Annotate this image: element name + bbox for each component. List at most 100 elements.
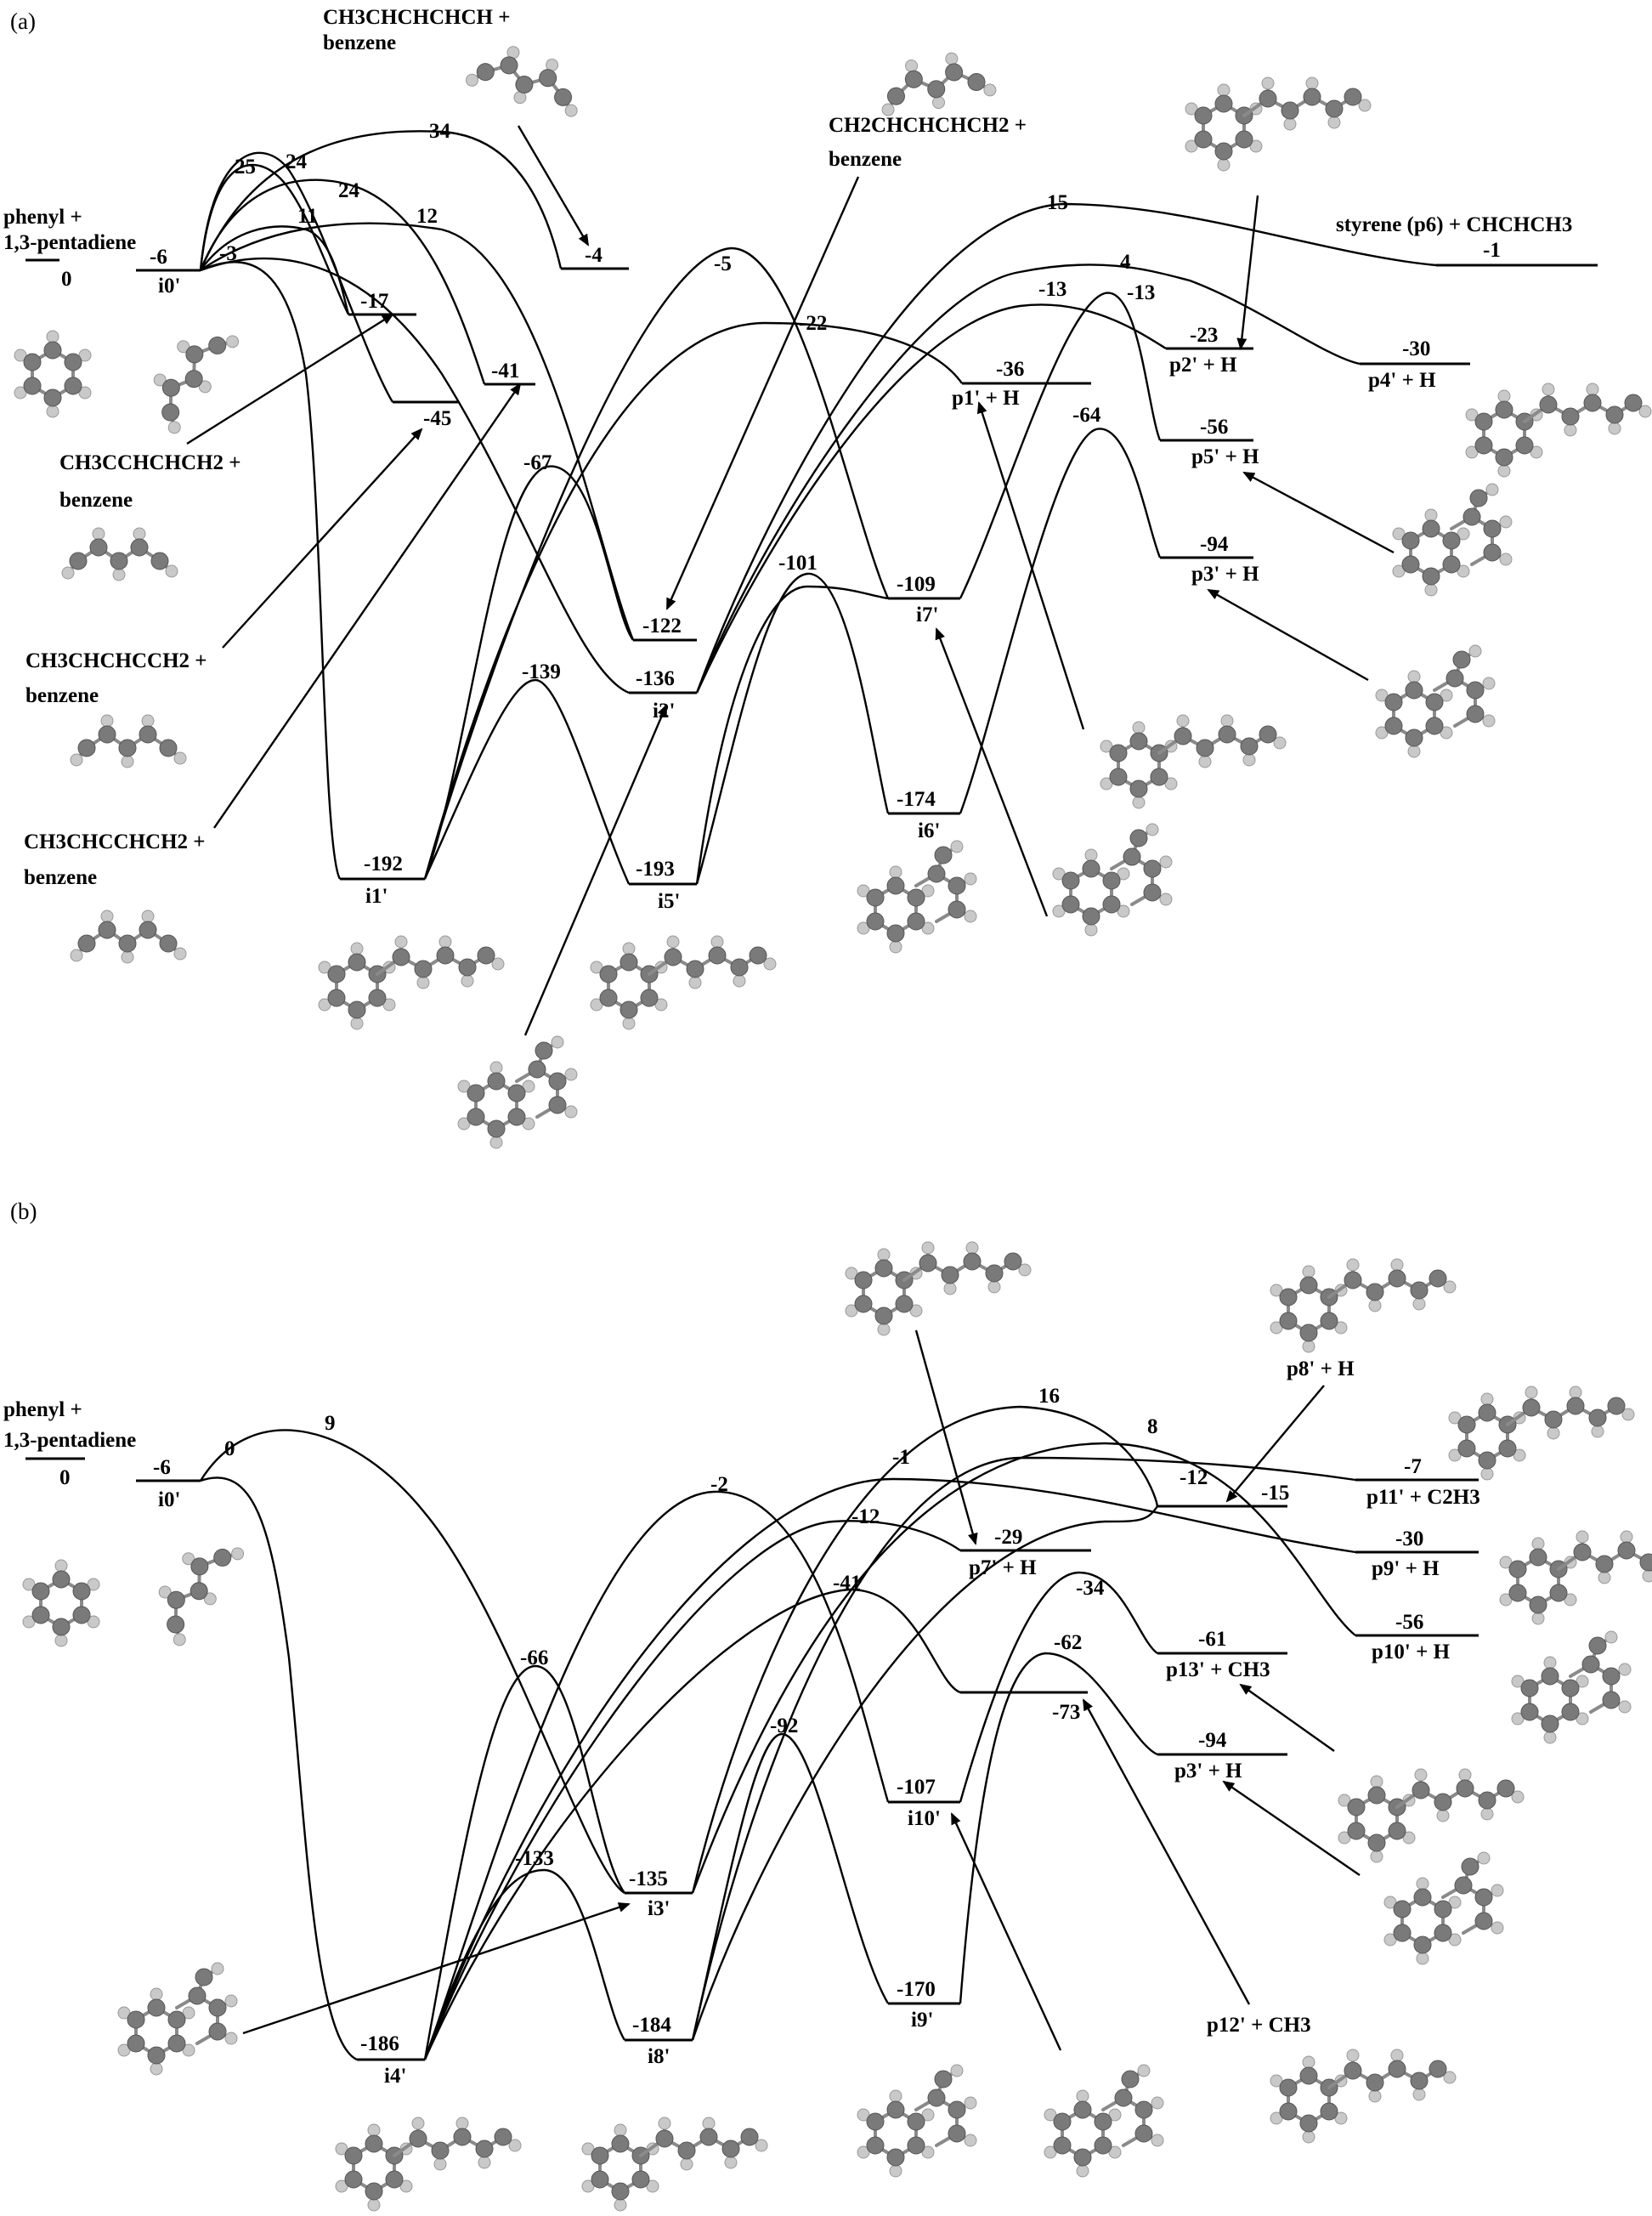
barrier-25: 25 — [235, 156, 256, 179]
arrow-b-p12-struct — [1082, 1698, 1251, 2005]
barrier-b-m34: -34 — [1076, 1577, 1105, 1600]
barrier-m3: -3 — [219, 242, 237, 265]
path-i0-i1 — [200, 261, 342, 880]
level-b-label-p9: p9' + H — [1372, 1557, 1440, 1580]
arrow-i2-struct — [523, 704, 668, 1036]
level-label-p5: p5' + H — [1191, 445, 1259, 468]
path-b-i4-p7 — [423, 1520, 961, 2060]
molecule-phenyl-b — [21, 1558, 101, 1648]
molecule-p2 — [1185, 77, 1371, 171]
species-s3-line1: CH3CCHCHCH2 + — [59, 451, 241, 474]
barrier-b-m1: -1 — [892, 1446, 910, 1469]
molecule-s2 — [872, 44, 999, 121]
level-energy-pd: -45 — [423, 407, 451, 430]
level-label-p3a: p3' + H — [1191, 563, 1259, 586]
level-label-p6: styrene (p6) + CHCHCH3 — [1336, 213, 1572, 236]
path-i1-139 — [423, 678, 631, 885]
level-b-energy-i4: -186 — [360, 2032, 399, 2055]
arrow-p1-struct — [976, 401, 1085, 730]
panel-b-tag: (b) — [10, 1199, 37, 1224]
level-b-energy-p3: -94 — [1198, 1729, 1227, 1752]
molecule-p1 — [1100, 715, 1286, 808]
molecule-phenyl-a — [13, 329, 93, 419]
reactant-label-line1: phenyl + — [3, 206, 82, 229]
level-b-label-i8: i8' — [648, 2045, 670, 2068]
barrier-b-m12a: -12 — [851, 1505, 880, 1528]
molecule-s5 — [69, 909, 188, 965]
species-s4-line2: benzene — [25, 684, 99, 707]
level-b-energy-i3: -135 — [629, 1867, 668, 1890]
level-energy-pb: -17 — [360, 290, 388, 313]
arrow-s5 — [213, 383, 522, 829]
arrow-s1 — [517, 125, 590, 247]
level-b-energy-p8: -15 — [1261, 1482, 1289, 1505]
reactant-label-b-line1: phenyl + — [3, 1398, 82, 1421]
level-label-p2: p2' + H — [1169, 354, 1237, 377]
level-energy-p2: -23 — [1190, 324, 1218, 347]
level-energy-p3a: -94 — [1200, 533, 1229, 556]
level-b-label-p8: p8' + H — [1287, 1357, 1355, 1380]
path-i2-15 — [695, 202, 1437, 694]
molecule-p3a — [1376, 645, 1495, 757]
level-b-label-p10: p10' + H — [1372, 1641, 1451, 1663]
path-i0-i2 — [200, 257, 630, 694]
level-b-label-p13: p13' + CH3 — [1166, 1658, 1270, 1681]
path-b-i4-i10 — [423, 1490, 890, 2060]
molecule-p4 — [1466, 383, 1651, 477]
level-b-label-i0: i0' — [158, 1488, 180, 1511]
level-b-label-p12: p12' + CH3 — [1207, 2014, 1311, 2037]
path-b-i8-p8 — [691, 1505, 1158, 2041]
path-b-i4-p12 — [423, 1588, 961, 2060]
path-i0-25 — [199, 163, 350, 315]
level-b-energy-p12: -73 — [1052, 1701, 1080, 1724]
level-energy-p5: -56 — [1200, 416, 1228, 439]
level-label-p4: p4' + H — [1368, 369, 1436, 392]
level-label-i6: i6' — [918, 819, 940, 842]
barrier-b-8: 8 — [1147, 1415, 1158, 1438]
barrier-m139: -139 — [522, 660, 561, 683]
barrier-4: 4 — [1120, 251, 1131, 274]
path-i5-i7 — [695, 585, 889, 885]
molecule-s1 — [462, 33, 592, 123]
path-b-i9-62 — [959, 1652, 1158, 2004]
level-energy-i1: -192 — [364, 853, 403, 876]
level-b-energy-p11: -7 — [1404, 1455, 1422, 1478]
species-s1-line2: benzene — [323, 31, 396, 54]
barrier-12: 12 — [416, 205, 438, 228]
barrier-b-m62: -62 — [1054, 1631, 1082, 1654]
molecule-i9 — [857, 2065, 976, 2177]
molecule-p12 — [1270, 2049, 1456, 2143]
path-i5-101 — [695, 572, 890, 885]
path-b-i10-34 — [959, 1571, 1158, 1803]
level-b-energy-i0: -6 — [153, 1456, 171, 1479]
level-b-label-i3: i3' — [648, 1897, 670, 1920]
level-energy-i2: -136 — [636, 667, 675, 690]
barrier-b-9: 9 — [325, 1412, 336, 1435]
barrier-b-16: 16 — [1038, 1385, 1060, 1408]
path-i1-p1 — [423, 321, 963, 880]
level-label-i7: i7' — [916, 604, 938, 626]
molecule-i6 — [857, 841, 976, 953]
arrow-s3 — [186, 313, 394, 445]
barrier-b-0: 0 — [224, 1437, 235, 1460]
level-label-i1: i1' — [365, 885, 388, 908]
species-s4-line1: CH3CHCHCCH2 + — [25, 649, 207, 672]
barrier-24b: 24 — [338, 179, 360, 202]
arrow-s4 — [222, 428, 423, 649]
level-energy-i0: -6 — [150, 246, 167, 269]
path-i0-24b — [199, 179, 486, 385]
level-b-energy-p10: -56 — [1395, 1611, 1423, 1634]
path-b-i4-66 — [423, 1664, 625, 2060]
barrier-m13a: -13 — [1038, 278, 1066, 301]
species-s5-line1: CH3CHCCHCH2 + — [24, 830, 206, 853]
level-b-energy-i8: -184 — [632, 2014, 671, 2037]
path-i2-4 — [695, 264, 1361, 694]
barrier-m101: -101 — [778, 552, 818, 575]
species-s3-line2: benzene — [59, 489, 133, 512]
panel-a: (a) phenyl + 1,3-pentadiene 0 -6 i0' -19… — [3, 6, 1651, 1148]
arrow-i7-struct — [935, 627, 1049, 917]
molecule-i7 — [1053, 824, 1172, 936]
level-energy-pc: -41 — [491, 360, 519, 383]
arrow-b-p8-struct — [1225, 1385, 1325, 1503]
